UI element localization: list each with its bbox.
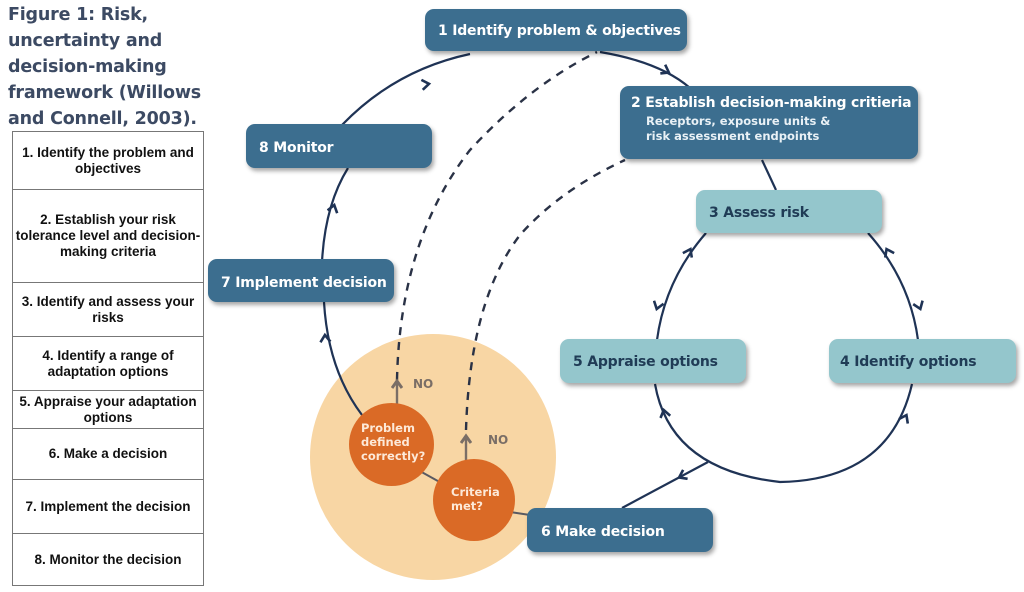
decision-criteria-met: Criteria met? [433,459,515,541]
no-label-criteria: NO [488,433,509,447]
decision-problem-defined: Problem defined correctly? [349,403,434,486]
inner-head-to-s5 [657,292,662,308]
step-3-assess-risk: 3 Assess risk [696,190,882,233]
table-row: 8. Monitor the decision [12,533,204,586]
arrow-s8-to-s1 [341,52,471,126]
inner-ring-top-left [655,232,707,341]
arrow-problem-to-s7 [322,301,363,416]
step-4-identify-options: 4 Identify options [829,339,1016,383]
step-1-identify-problem: 1 Identify problem & objectives [425,9,687,51]
inner-ring-top-right [867,232,920,341]
table-cell: 8. Monitor the decision [12,533,204,586]
step-5-appraise-options: 5 Appraise options [560,339,746,383]
step-5-label: 5 Appraise options [573,354,718,370]
arrow-s1-to-s2 [599,50,691,89]
step-2-label: 2 Establish decision-making critieria [631,95,912,111]
step-3-label: 3 Assess risk [709,205,809,221]
no-label-problem: NO [413,377,434,391]
step-8-label: 8 Monitor [259,140,334,156]
decision-problem-label: Problem defined correctly? [361,421,426,463]
table-cell: 1. Identify the problem and objectives [12,131,204,190]
step-6-label: 6 Make decision [541,524,665,540]
step-4-label: 4 Identify options [840,354,977,370]
table-row: 7. Implement the decision [12,479,204,534]
table-cell: 6. Make a decision [12,428,204,480]
step-6-make-decision: 6 Make decision [527,508,713,552]
table-row: 1. Identify the problem and objectives [12,131,204,190]
inner-ring-bottom [653,383,914,484]
dashed-criteria-to-s2 [464,158,626,431]
table-cell: 2. Establish your risk tolerance level a… [12,189,204,283]
figure-caption: Figure 1: Risk, uncertainty and decision… [8,5,202,129]
table-cell: 7. Implement the decision [12,479,204,534]
step-8-monitor: 8 Monitor [246,124,432,168]
step-2-subtitle: Receptors, exposure units & risk assessm… [646,114,831,143]
table-cell: 5. Appraise your adaptation options [12,390,204,429]
table-row: 6. Make a decision [12,428,204,480]
arrow-s7-to-s8 [320,167,349,263]
table-row: 4. Identify a range of adaptation option… [12,336,204,391]
step-7-implement-decision: 7 Implement decision [208,259,394,302]
arrow-inner-to-s6 [621,461,709,509]
steps-table: 1. Identify the problem and objectives 2… [12,131,204,586]
step-2-establish-criteria: 2 Establish decision-making critieria Re… [620,86,918,159]
dashed-problem-to-s1 [395,50,598,381]
step-1-label: 1 Identify problem & objectives [438,23,681,39]
table-row: 2. Establish your risk tolerance level a… [12,189,204,283]
decision-criteria-label: Criteria met? [451,485,500,513]
inner-head-to-s4 [914,292,920,308]
table-row: 5. Appraise your adaptation options [12,390,204,429]
table-cell: 4. Identify a range of adaptation option… [12,336,204,391]
decision-zone [310,334,556,580]
arrow-problem-s7-head [325,336,326,350]
link-criteria-s6 [509,511,531,516]
arrow-s2-to-s3 [761,159,777,191]
step-7-label: 7 Implement decision [221,275,387,291]
